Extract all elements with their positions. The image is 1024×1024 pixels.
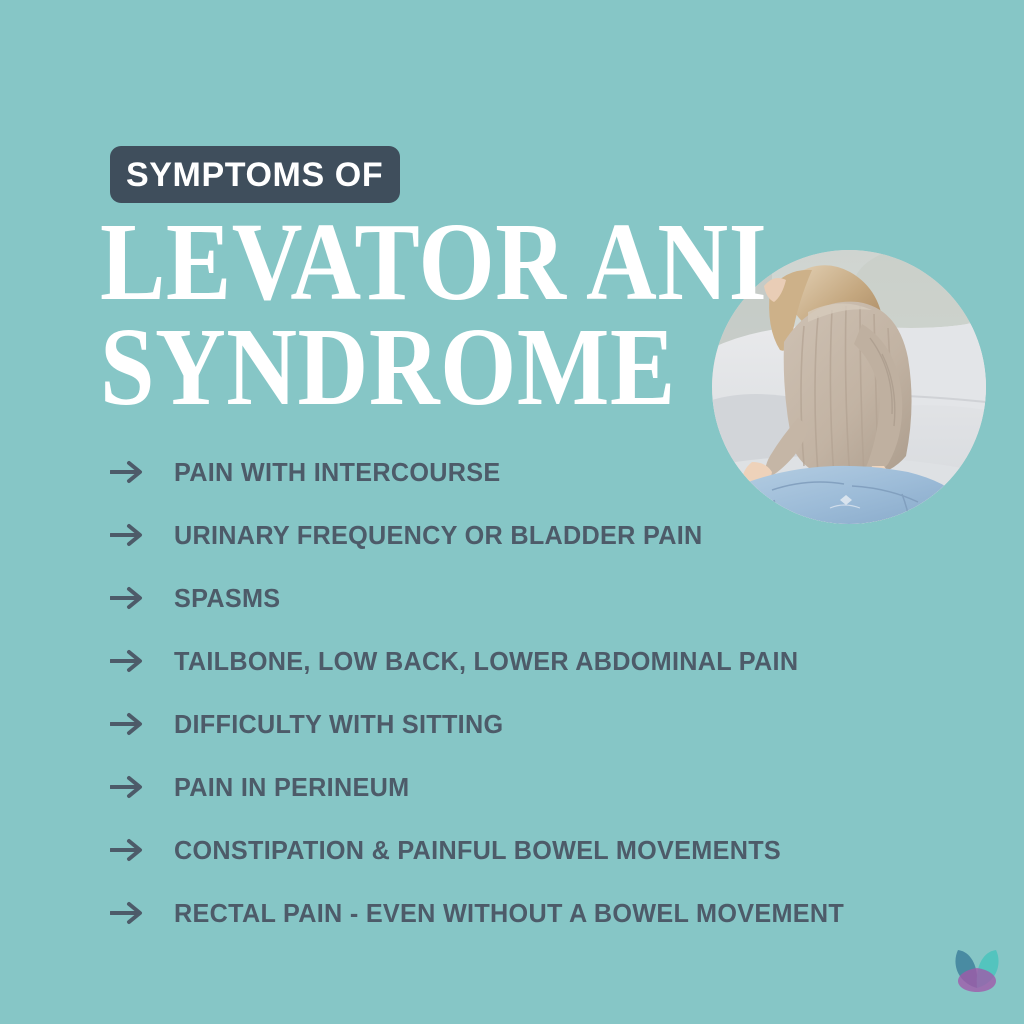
page-title-line-1: LEVATOR ANI xyxy=(100,200,768,324)
eyebrow-badge: SYMPTOMS OF xyxy=(110,146,401,203)
symptom-label: PAIN WITH INTERCOURSE xyxy=(174,456,501,487)
arrow-right-icon xyxy=(110,646,152,676)
symptom-list: PAIN WITH INTERCOURSE URINARY FREQUENCY … xyxy=(110,440,970,944)
symptom-label: TAILBONE, LOW BACK, LOWER ABDOMINAL PAIN xyxy=(174,645,799,676)
eyebrow-label: SYMPTOMS OF xyxy=(126,155,384,194)
symptom-label: CONSTIPATION & PAINFUL BOWEL MOVEMENTS xyxy=(174,834,782,865)
list-item: DIFFICULTY WITH SITTING xyxy=(110,692,970,755)
list-item: TAILBONE, LOW BACK, LOWER ABDOMINAL PAIN xyxy=(110,629,970,692)
butterfly-logo xyxy=(946,940,1008,1002)
symptom-label: RECTAL PAIN - EVEN WITHOUT A BOWEL MOVEM… xyxy=(174,897,845,928)
symptom-label: SPASMS xyxy=(174,582,281,613)
symptom-label: DIFFICULTY WITH SITTING xyxy=(174,708,504,739)
arrow-right-icon xyxy=(110,457,152,487)
arrow-right-icon xyxy=(110,520,152,550)
arrow-right-icon xyxy=(110,772,152,802)
symptom-label: PAIN IN PERINEUM xyxy=(174,771,410,802)
page-title-line-2: SYNDROME xyxy=(100,305,676,430)
arrow-right-icon xyxy=(110,835,152,865)
arrow-right-icon xyxy=(110,898,152,928)
arrow-right-icon xyxy=(110,709,152,739)
hero-photo xyxy=(712,250,986,524)
page-title: LEVATOR ANI SYNDROME xyxy=(100,200,800,424)
list-item: PAIN WITH INTERCOURSE xyxy=(110,440,970,503)
list-item: URINARY FREQUENCY OR BLADDER PAIN xyxy=(110,503,970,566)
list-item: CONSTIPATION & PAINFUL BOWEL MOVEMENTS xyxy=(110,818,970,881)
symptom-label: URINARY FREQUENCY OR BLADDER PAIN xyxy=(174,519,703,550)
list-item: SPASMS xyxy=(110,566,970,629)
list-item: PAIN IN PERINEUM xyxy=(110,755,970,818)
list-item: RECTAL PAIN - EVEN WITHOUT A BOWEL MOVEM… xyxy=(110,881,970,944)
arrow-right-icon xyxy=(110,583,152,613)
